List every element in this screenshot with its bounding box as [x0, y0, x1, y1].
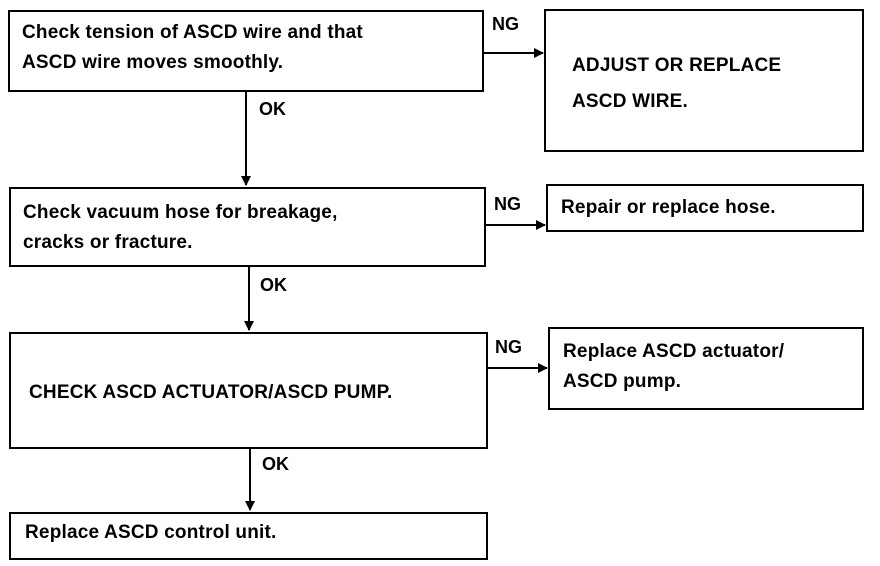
step-box-2: Check vacuum hose for breakage, cracks o…	[9, 187, 486, 267]
ok-label-3: OK	[262, 454, 289, 474]
action-3-line-1: Replace ASCD actuator/	[563, 341, 785, 362]
ng-label-1: NG	[492, 14, 519, 34]
ng-label-2: NG	[494, 194, 521, 214]
action-2-line-1: Repair or replace hose.	[561, 197, 776, 218]
action-box-3: Replace ASCD actuator/ ASCD pump.	[548, 327, 864, 410]
step-box-1: Check tension of ASCD wire and that ASCD…	[8, 10, 484, 92]
action-box-2: Repair or replace hose.	[546, 184, 864, 232]
step-box-4: Replace ASCD control unit.	[9, 512, 488, 560]
action-box-1: ADJUST OR REPLACE ASCD WIRE.	[544, 9, 864, 152]
step-1-line-1: Check tension of ASCD wire and that	[22, 22, 363, 43]
ok-label-1: OK	[259, 99, 286, 119]
step-3-line-1: CHECK ASCD ACTUATOR/ASCD PUMP.	[29, 382, 393, 403]
step-2-line-1: Check vacuum hose for breakage,	[23, 202, 338, 223]
step-1-line-2: ASCD wire moves smoothly.	[22, 52, 284, 73]
ok-label-2: OK	[260, 275, 287, 295]
action-1-line-2: ASCD WIRE.	[572, 91, 688, 112]
step-box-3: CHECK ASCD ACTUATOR/ASCD PUMP.	[9, 332, 488, 449]
action-1-line-1: ADJUST OR REPLACE	[572, 55, 782, 76]
action-3-line-2: ASCD pump.	[563, 371, 682, 392]
ng-label-3: NG	[495, 337, 522, 357]
step-4-line-1: Replace ASCD control unit.	[25, 522, 277, 543]
step-2-line-2: cracks or fracture.	[23, 232, 193, 253]
